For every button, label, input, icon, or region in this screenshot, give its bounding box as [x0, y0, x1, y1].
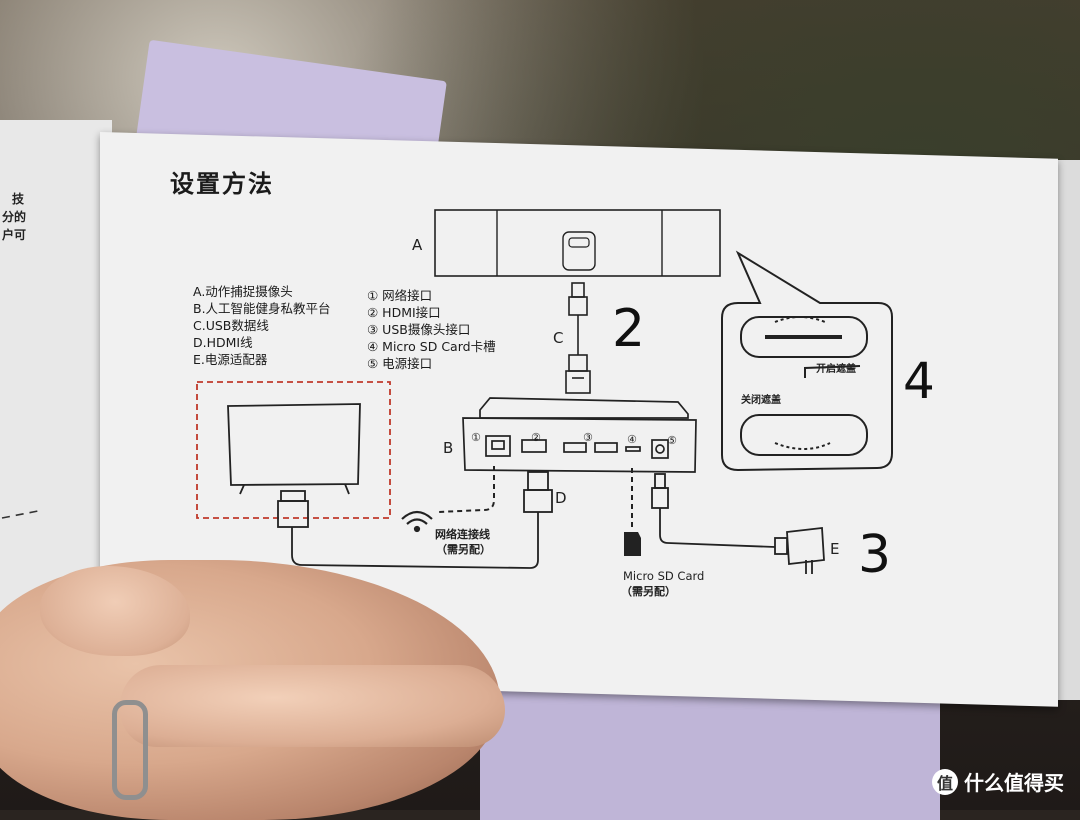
label-d: D — [555, 489, 567, 507]
page-title: 设置方法 — [170, 170, 274, 198]
left-fold-line: 分的 — [2, 210, 27, 224]
left-fold-text: 技 分的 户可 — [2, 190, 26, 244]
port-3-marker: ③ — [583, 431, 593, 444]
cover-close-label: 关闭遮盖 — [741, 393, 781, 406]
label-c: C — [553, 329, 563, 347]
label-e: E — [830, 540, 839, 558]
usb-cable-c — [565, 282, 591, 394]
tv-icon — [227, 403, 361, 495]
privacy-cover-callout — [721, 250, 893, 472]
left-fold-line: 户可 — [2, 228, 27, 242]
left-fold-line: 技 — [12, 192, 25, 206]
device-b — [462, 397, 697, 473]
legend-item: C.USB数据线 — [193, 318, 269, 333]
label-a: A — [412, 236, 423, 254]
sd-card-icon — [624, 532, 641, 556]
watermark-logo-icon: 值 — [932, 768, 958, 795]
network-line-note: （需另配） — [436, 542, 491, 556]
power-adapter-e — [651, 473, 825, 574]
legend-item: D.HDMI线 — [193, 335, 253, 350]
legend-item: B.人工智能健身私教平台 — [193, 301, 331, 316]
fold-dashed-line — [1, 510, 39, 519]
step-3-number: 3 — [858, 525, 891, 585]
legend-item: E.电源适配器 — [193, 352, 268, 367]
camera-bar-a — [434, 209, 721, 277]
port-1-marker: ① — [471, 431, 481, 444]
step-4-number: 4 — [903, 352, 935, 410]
step-2-number: 2 — [612, 299, 645, 359]
port-legend: ① 网络接口 ② HDMI接口 ③ USB摄像头接口 ④ Micro SD Ca… — [367, 287, 496, 372]
legend-item: ④ Micro SD Card卡槽 — [367, 339, 496, 354]
port-2-marker: ② — [531, 431, 541, 444]
paper-left-fold — [0, 120, 112, 620]
port-4-marker: ④ — [627, 433, 637, 446]
label-b: B — [443, 439, 453, 457]
sd-card-note: （需另配） — [621, 584, 676, 598]
network-line-label: 网络连接线 — [435, 527, 490, 541]
legend-item: A.动作捕捉摄像头 — [193, 284, 293, 299]
tv-highlight-box — [196, 381, 391, 519]
watermark: 值 什么值得买 — [932, 767, 1064, 796]
legend-item: ② HDMI接口 — [367, 305, 441, 320]
port-5-marker: ⑤ — [667, 434, 677, 447]
finger — [120, 665, 505, 747]
legend-item: ⑤ 电源接口 — [367, 356, 433, 371]
hdmi-cable — [277, 471, 553, 569]
legend-item: ③ USB摄像头接口 — [367, 322, 471, 337]
cover-open-label: 开启遮盖 — [816, 362, 856, 375]
watermark-text: 什么值得买 — [964, 771, 1064, 795]
ring — [112, 700, 148, 800]
network-dashed-line — [437, 466, 495, 513]
component-legend: A.动作捕捉摄像头 B.人工智能健身私教平台 C.USB数据线 D.HDMI线 … — [193, 283, 331, 368]
thumb — [40, 566, 190, 656]
sd-card-label: Micro SD Card — [623, 569, 704, 583]
wifi-icon — [401, 510, 433, 533]
legend-item: ① 网络接口 — [367, 288, 433, 303]
